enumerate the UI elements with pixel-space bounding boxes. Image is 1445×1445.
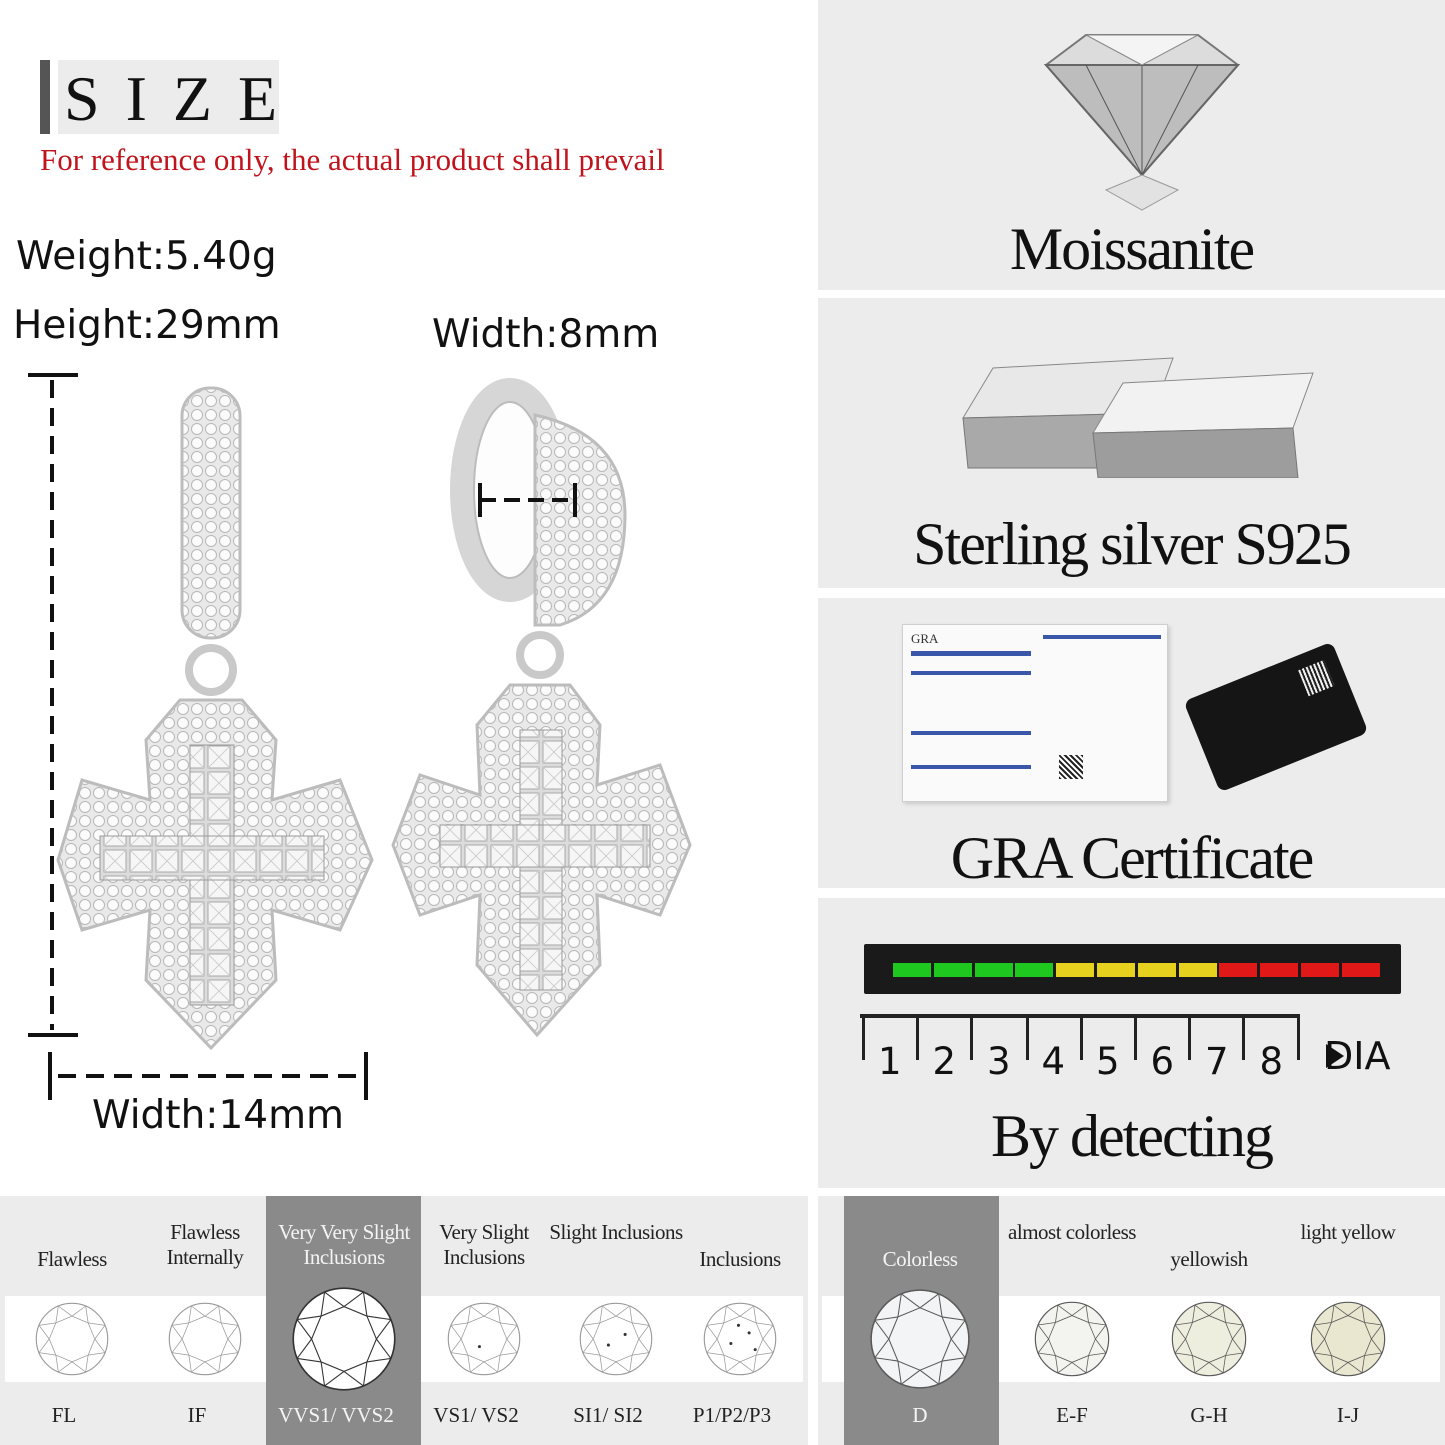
clarity-diamond-diagram (167, 1301, 243, 1382)
qr-code-icon (1298, 659, 1335, 697)
scale-number: 6 (1150, 1040, 1175, 1083)
color-grade-label: almost colorless (1008, 1220, 1136, 1244)
clarity-grade-code: VVS1/ VVS2 (278, 1403, 394, 1427)
certificate-title: GRA Certificate (950, 825, 1315, 891)
moissanite-panel: Moissanite (818, 0, 1445, 290)
certificate-document: GRA (902, 624, 1168, 802)
clarity-grade-code: SI1/ SI2 (573, 1403, 643, 1427)
play-arrow-icon (1326, 1044, 1344, 1068)
tester-led (893, 963, 931, 977)
title-accent-bar (40, 60, 50, 134)
color-diamond-image (1170, 1300, 1248, 1383)
clarity-grade-code: P1/P2/P3 (692, 1403, 772, 1427)
height-spec: Height:29mm (13, 303, 281, 348)
silver-panel: Sterling silver S925 (818, 298, 1445, 588)
scale-tick (1080, 1014, 1083, 1060)
clarity-grade-label: Flawless (37, 1247, 107, 1271)
clarity-grade-code: IF (187, 1403, 207, 1427)
clarity-grade-code: VS1/ VS2 (433, 1403, 519, 1427)
scale-number: 4 (1041, 1040, 1066, 1083)
reference-note: For reference only, the actual product s… (40, 142, 665, 177)
silver-title: Sterling silver S925 (913, 511, 1352, 577)
scale-tick (1242, 1014, 1245, 1060)
color-grade-code: G-H (1190, 1403, 1228, 1427)
clarity-grade-code: FL (51, 1403, 77, 1427)
clarity-diamond-diagram (34, 1301, 110, 1382)
clarity-grade-label: Very Very Slight Inclusions (278, 1220, 410, 1269)
certificate-section-bar (911, 671, 1031, 675)
scale-tick (1026, 1014, 1029, 1060)
clarity-grade-label: Slight Inclusions (549, 1220, 683, 1244)
dimension-lines (28, 373, 368, 1100)
color-grade-label: light yellow (1300, 1220, 1396, 1244)
color-diamond-image (1309, 1300, 1387, 1383)
scale-tick (916, 1014, 919, 1060)
clarity-diamond-diagram (446, 1301, 522, 1382)
earring-side-image (391, 378, 692, 1038)
color-diamond-image (1033, 1300, 1111, 1383)
tester-led (933, 963, 972, 977)
tester-led (1097, 963, 1135, 977)
certificate-header-bar (911, 651, 1031, 656)
clarity-grade-label: Very Slight Inclusions (439, 1220, 529, 1269)
certificate-section-bar (911, 731, 1031, 735)
scale-number: 2 (932, 1040, 957, 1083)
scale-tick (1188, 1014, 1191, 1060)
color-grade-code: E-F (1056, 1403, 1088, 1427)
warranty-card (1183, 641, 1369, 793)
gem-icon (1043, 34, 1241, 211)
tester-led (1178, 963, 1217, 977)
color-grade-label: Colorless (882, 1247, 958, 1271)
detecting-title: By detecting (991, 1103, 1274, 1169)
certificate-section-bar (1043, 635, 1103, 639)
size-title: SIZE (64, 63, 304, 134)
moissanite-title: Moissanite (1009, 216, 1255, 282)
tester-led (974, 963, 1013, 977)
certificate-section-bar (1103, 635, 1161, 639)
qr-code-icon (1059, 755, 1083, 779)
cross-width-spec: Width:14mm (92, 1093, 345, 1138)
clarity-grade-label: Flawless Internally (166, 1220, 244, 1269)
color-diamond-image (868, 1287, 972, 1396)
ring-width-spec: Width:8mm (432, 312, 660, 357)
tester-led (1056, 963, 1095, 977)
scale-number: 3 (987, 1040, 1011, 1083)
certificate-panel: GRA GRA Certificate (818, 598, 1445, 891)
tester-led (1301, 963, 1339, 977)
clarity-grade-label: Inclusions (699, 1247, 781, 1271)
scale-number: 8 (1259, 1040, 1284, 1083)
scale-tick (862, 1014, 865, 1060)
clarity-diamond-diagram (702, 1301, 778, 1382)
scale-number: 5 (1096, 1040, 1120, 1083)
clarity-diamond-diagram (578, 1301, 654, 1382)
scale-tick (970, 1014, 973, 1060)
tester-led (1341, 963, 1380, 977)
silver-bars-icon (962, 357, 1314, 478)
certificate-brand: GRA (911, 631, 939, 646)
color-grade-code: I-J (1336, 1403, 1360, 1427)
tester-led (1015, 963, 1054, 977)
certificate-section-bar (911, 765, 1031, 769)
tester-led (1137, 963, 1176, 977)
weight-spec: Weight:5.40g (16, 234, 277, 279)
scale-number: 7 (1205, 1040, 1229, 1083)
clarity-diamond-diagram (290, 1285, 398, 1398)
color-grade-label: yellowish (1170, 1247, 1248, 1271)
dia-label: DIA (1324, 1034, 1391, 1078)
color-grade-code: D (912, 1403, 928, 1427)
scale-number: 1 (878, 1040, 902, 1083)
title-background (58, 60, 279, 134)
scale-tick (1297, 1014, 1300, 1060)
earring-front-image (56, 386, 374, 1051)
tester-led (1260, 963, 1299, 977)
tester-led (1219, 963, 1258, 977)
scale-tick (1134, 1014, 1137, 1060)
